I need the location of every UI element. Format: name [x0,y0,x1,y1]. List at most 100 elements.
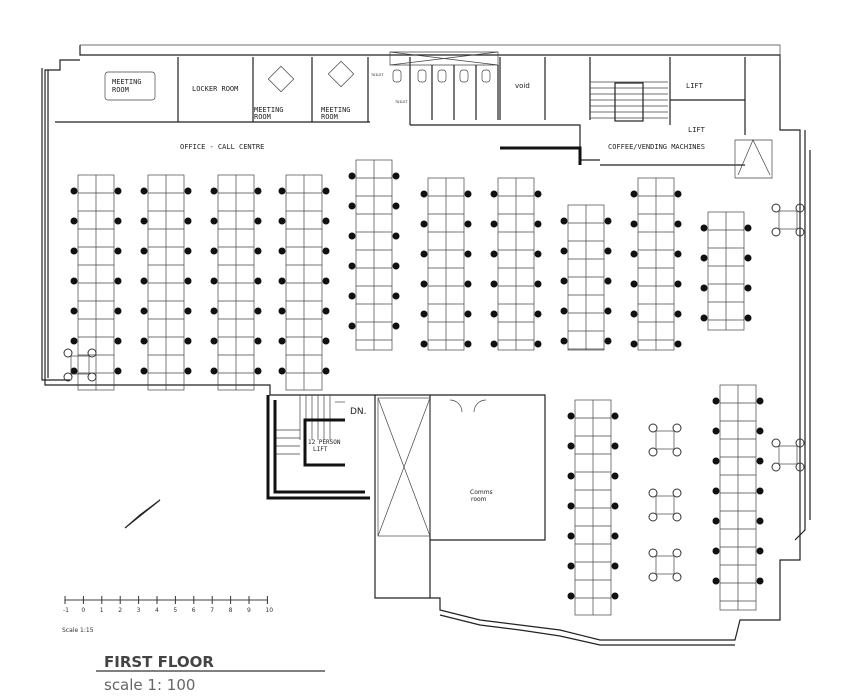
chair-icon [672,572,682,582]
chair-icon [140,367,148,375]
chair-icon [254,187,262,195]
chair-icon [210,307,218,315]
chair-icon [604,277,612,285]
meeting-table [771,203,805,237]
chair-icon [611,502,619,510]
scale-tick-label: 6 [192,607,196,614]
chair-icon [114,337,122,345]
chair-icon [700,314,708,322]
chair-icon [392,322,400,330]
chair-icon [464,280,472,288]
chair-icon [648,512,658,522]
chair-icon [744,314,752,322]
chair-icon [184,367,192,375]
chair-icon [140,337,148,345]
chair-icon [560,277,568,285]
scale-label: Scale 1:15 [62,627,94,634]
north-arrow [124,499,161,529]
desk-column [560,204,612,351]
chair-icon [630,280,638,288]
chair-icon [604,337,612,345]
chair-icon [534,310,542,318]
chair-icon [464,310,472,318]
label-meeting-room-2: MEETING [254,106,284,114]
chair-icon [604,217,612,225]
chair-icon [210,187,218,195]
chair-icon [63,372,73,382]
chair-icon [567,412,575,420]
chair-icon [674,310,682,318]
chair-icon [567,472,575,480]
desk-column [278,174,330,391]
desk-column [210,174,262,391]
desk-column [630,177,682,351]
chair-icon [210,217,218,225]
chair-icon [278,307,286,315]
chair-icon [712,457,720,465]
chair-icon [611,472,619,480]
chair-icon [464,190,472,198]
chair-icon [611,562,619,570]
chair-icon [70,337,78,345]
meeting-table [648,488,682,522]
chair-icon [756,427,764,435]
chair-icon [560,217,568,225]
chair-icon [322,247,330,255]
chair-icon [210,247,218,255]
scale-tick-label: 9 [247,607,251,614]
chair-icon [420,220,428,228]
meeting-table [771,438,805,472]
chair-icon [771,462,781,472]
chair-icon [534,220,542,228]
chair-icon [534,280,542,288]
chair-icon [392,262,400,270]
chair-icon [254,277,262,285]
label-coffee-vending: COFFEE/VENDING MACHINES [608,143,705,151]
chair-icon [254,337,262,345]
chair-icon [534,250,542,258]
chair-icon [672,423,682,433]
chair-icon [254,217,262,225]
desk-column [712,384,764,611]
desk-column [490,177,542,351]
chair-icon [278,367,286,375]
chair-icon [254,307,262,315]
chair-icon [140,217,148,225]
chair-icon [560,247,568,255]
chair-icon [184,247,192,255]
chair-icon [278,277,286,285]
chair-icon [70,277,78,285]
workstation-clusters [63,159,805,616]
chair-icon [534,340,542,348]
chair-icon [611,412,619,420]
chair-icon [392,172,400,180]
chair-icon [611,532,619,540]
chair-icon [567,562,575,570]
chair-icon [420,340,428,348]
chair-icon [87,372,97,382]
chair-icon [70,307,78,315]
meeting-table [63,348,97,382]
chair-icon [795,227,805,237]
chair-icon [464,250,472,258]
label-meeting-room-3: MEETING [321,106,351,114]
chair-icon [771,203,781,213]
chair-icon [464,340,472,348]
chair-icon [184,337,192,345]
chair-icon [392,232,400,240]
chair-icon [567,442,575,450]
chair-icon [604,247,612,255]
chair-icon [674,190,682,198]
desk-column [700,211,752,331]
chair-icon [184,187,192,195]
chair-icon [70,187,78,195]
chair-icon [114,277,122,285]
stair-core [266,395,370,500]
chair-icon [700,284,708,292]
chair-icon [114,307,122,315]
scale-tick-label: 8 [229,607,233,614]
chair-icon [140,277,148,285]
chair-icon [674,220,682,228]
